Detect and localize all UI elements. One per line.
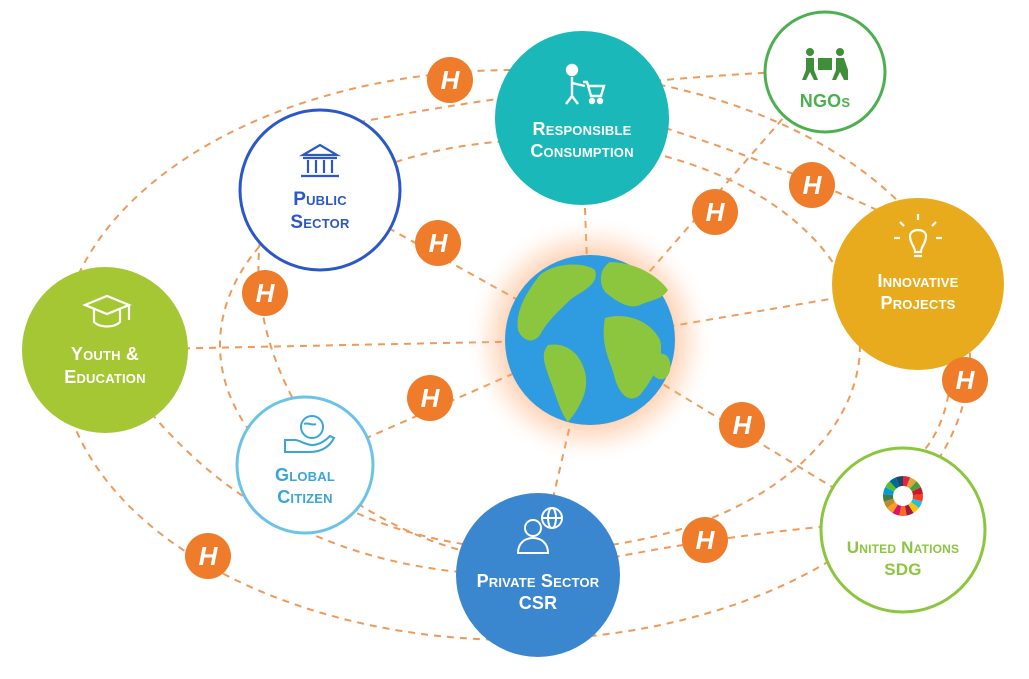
h-badge-circle	[692, 189, 738, 235]
h-badge-circle	[407, 375, 453, 421]
sdg-wheel-segment	[906, 477, 917, 489]
h-badge-letter: H	[803, 170, 823, 200]
sdg-wheel-segment	[903, 476, 911, 487]
lightbulb-icon	[894, 214, 942, 258]
h-badges: H H H H H H H H H H	[185, 57, 988, 579]
sdg-wheel-segment	[895, 476, 903, 487]
sdg-wheel-segment	[910, 498, 923, 509]
h-badge-circle	[682, 517, 728, 563]
h-badge: H	[427, 57, 473, 103]
h-badge: H	[407, 375, 453, 421]
hub-globe	[465, 215, 715, 465]
h-badge: H	[242, 270, 288, 316]
h-badge: H	[682, 517, 728, 563]
earth-globe-icon	[505, 255, 675, 425]
node-responsible-consumption: Responsible Consumption	[495, 31, 669, 205]
h-badge-letter: H	[421, 383, 441, 413]
shopping-cart-person-icon	[565, 63, 606, 105]
innovative-projects-label-line-1: Innovative	[878, 271, 959, 291]
h-badge-letter: H	[956, 365, 976, 395]
responsible-consumption-label-line-1: Responsible	[533, 119, 632, 139]
h-badge: H	[942, 357, 988, 403]
h-badge-circle	[242, 270, 288, 316]
global-citizen-label-line-2: Citizen	[277, 487, 333, 507]
h-badge-letter: H	[429, 228, 449, 258]
h-badge: H	[692, 189, 738, 235]
youth-education-label-line-2: Education	[64, 367, 145, 387]
sdg-wheel-segment	[883, 487, 895, 496]
h-badge-circle	[185, 533, 231, 579]
public-sector-label-line-1: Public	[293, 189, 347, 210]
sdg-wheel-segment	[885, 481, 897, 492]
people-carrying-box-icon	[802, 48, 848, 80]
ngos-label: NGOs	[800, 91, 851, 111]
un-sdg-label-line-1: United Nations	[847, 538, 960, 557]
sdg-wheel-segment	[899, 505, 907, 516]
global-citizen-label-line-1: Global	[275, 465, 335, 485]
node-ngos: NGOs	[763, 10, 887, 134]
h-badge-letter: H	[441, 65, 461, 95]
node-public-sector: Public Sector	[238, 108, 402, 272]
sdg-wheel-segment	[908, 502, 919, 514]
sdg-wheel-segment	[892, 504, 902, 516]
h-badge: H	[185, 533, 231, 579]
h-badge-circle	[719, 402, 765, 448]
h-badge: H	[415, 220, 461, 266]
node-un-sdg: United Nations SDG	[819, 446, 987, 614]
h-badge-circle	[789, 162, 835, 208]
private-sector-label-line-2: CSR	[519, 593, 558, 613]
h-badge-letter: H	[199, 541, 219, 571]
hand-globe-icon	[284, 415, 336, 453]
h-badge-circle	[942, 357, 988, 403]
node-private-sector: Private Sector CSR	[456, 493, 620, 657]
sdg-wheel-segment	[911, 487, 923, 496]
sdg-wheel-segment	[889, 477, 900, 489]
h-badge-letter: H	[696, 525, 716, 555]
sdg-wheel-segment	[883, 498, 896, 509]
h-badge-letter: H	[256, 278, 276, 308]
node-youth-education: Youth & Education	[22, 267, 188, 433]
node-innovative-projects: Innovative Projects	[832, 198, 1004, 370]
sdg-wheel-segment	[904, 504, 914, 516]
private-sector-label-line-1: Private Sector	[477, 571, 600, 591]
sdg-wheel-segment	[912, 494, 924, 502]
sdg-wheel-icon	[883, 476, 924, 516]
node-global-citizen: Global Citizen	[235, 395, 375, 535]
graduation-cap-icon	[82, 294, 132, 328]
sdg-wheel-segment	[909, 481, 921, 492]
youth-education-label-line-1: Youth &	[71, 344, 139, 364]
h-badge: H	[719, 402, 765, 448]
h-badge-circle	[427, 57, 473, 103]
public-sector-label-line-2: Sector	[290, 212, 350, 233]
un-sdg-label-line-2: SDG	[884, 560, 921, 579]
sdg-wheel-segment	[887, 502, 898, 514]
responsible-consumption-label-line-2: Consumption	[530, 141, 633, 161]
innovative-projects-label-line-2: Projects	[880, 293, 955, 313]
government-building-icon	[298, 143, 342, 178]
h-badge-circle	[415, 220, 461, 266]
sdg-wheel-segment	[883, 494, 894, 502]
h-badge: H	[789, 162, 835, 208]
h-badge-letter: H	[733, 410, 753, 440]
h-badge-letter: H	[706, 197, 726, 227]
businessman-globe-icon	[516, 507, 563, 554]
